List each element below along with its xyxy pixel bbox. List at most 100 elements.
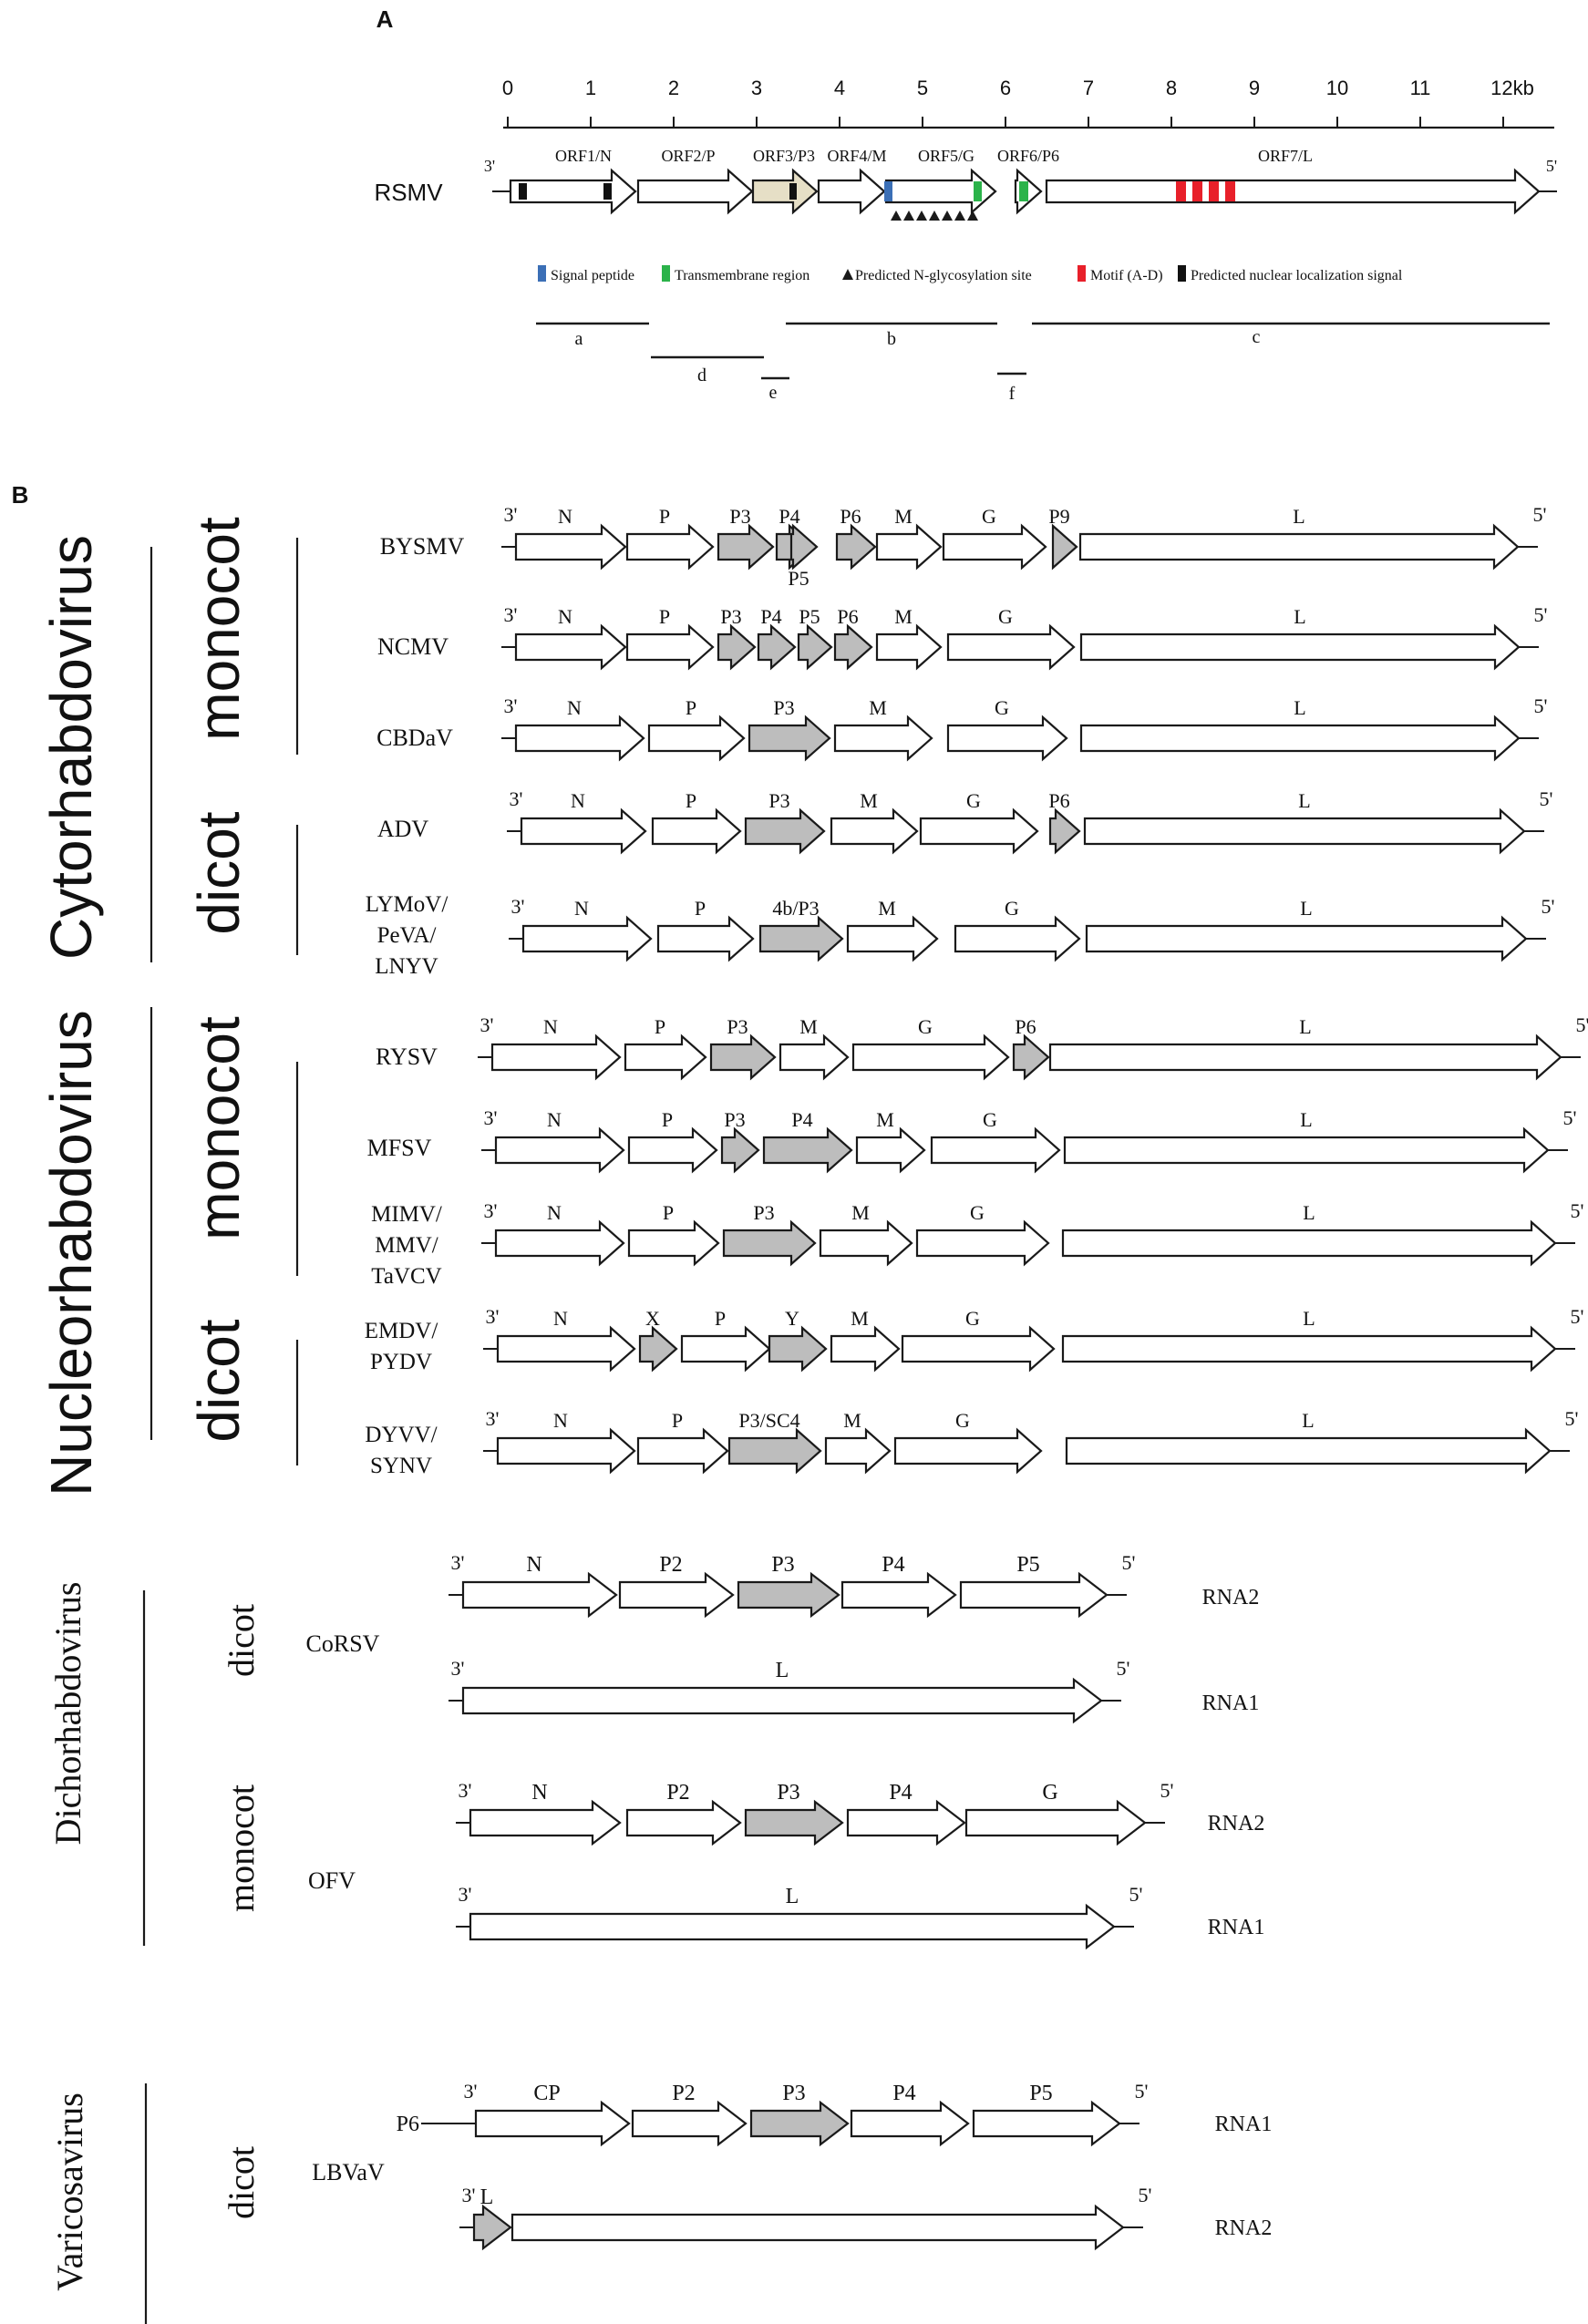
virus-label: DYVV/ [365,1423,437,1447]
gene-arrow [647,715,746,762]
end-3prime-label: 3' [459,1779,472,1802]
gene-arrow [833,715,933,762]
gene-label: G [1042,1781,1057,1805]
legend-text: Predicted N-glycosylation site [855,268,1032,283]
rna-label: RNA2 [1215,2216,1273,2240]
gene-label: M [869,696,887,719]
gene-arrow [1012,1033,1050,1081]
gene-arrow [901,1325,1056,1373]
gene-arrow [946,715,1068,762]
virus-label: PeVA/ [377,923,437,948]
gene-label: P [662,1108,673,1131]
orf-arrow [817,168,886,215]
gene-label: P [663,1201,674,1224]
end-5prime-label: 5' [1135,2080,1149,2103]
end-5prime-label: 5' [1565,1407,1579,1430]
gene-label: L [1293,505,1304,528]
gene-arrow [744,807,826,855]
gene-arrow [1051,523,1078,571]
gene-label: M [876,1108,894,1131]
virus-label: EMDV/ [365,1319,438,1343]
motif-mark [1192,181,1202,201]
gene-label: L [1300,1108,1312,1131]
glycosylation-triangle [967,211,978,221]
motif-mark [1176,181,1186,201]
orf-arrow [509,168,637,215]
glycosylation-triangle [916,211,927,221]
gene-label: G [965,1307,980,1330]
nls-mark [519,183,527,200]
end-3prime-label: 3' [451,1657,465,1680]
rna-label: RNA2 [1208,1812,1265,1836]
orf-label: ORF4/M [827,147,886,165]
gene-label: P4 [760,605,781,628]
gene-label: P6 [1015,1015,1036,1038]
scale-tick-label: 1 [585,77,596,99]
gene-label: P [655,1015,665,1038]
virus-label: LYMoV/ [366,892,449,917]
gene-arrow [972,2100,1121,2147]
gene-arrow [1048,807,1081,855]
gene-label: P4 [889,1781,912,1805]
end-5prime-label: 5' [1160,1779,1174,1802]
gene-label: P4 [882,1553,904,1577]
gene-arrow [762,1126,853,1174]
rna-label: RNA1 [1208,1916,1265,1939]
gene-arrow [496,1427,636,1475]
gene-label: P5 [799,605,820,628]
gene-arrow [954,915,1081,962]
gene-label: P3 [753,1201,774,1224]
end-5prime-label: 5' [1576,1013,1588,1036]
gene-arrow [627,1126,718,1174]
legend-text: Predicted nuclear localization signal [1191,268,1403,283]
gene-label: P5 [788,567,809,590]
virus-label: PYDV [370,1350,432,1374]
gene-label: N [571,789,585,812]
gene-label: N [553,1307,568,1330]
gene-label: P3 [768,789,789,812]
scale-tick-label: 12kb [1490,77,1534,99]
gene-arrow [875,623,943,671]
host-label: dicot [186,811,252,934]
gene-arrow [521,915,653,962]
rna-label: RNA1 [1215,2113,1273,2136]
motif-swatch [1078,265,1086,282]
end-3prime-label: 3' [459,1883,472,1906]
scale-tick-label: 7 [1083,77,1094,99]
glycosylation-triangle [903,211,914,221]
gene-arrow [461,1571,618,1619]
gene-arrow [627,1219,720,1267]
gene-label: P9 [1048,505,1069,528]
glycosylation-triangle [929,211,940,221]
gene-arrow [656,915,755,962]
rna-label: RNA1 [1202,1692,1260,1715]
gene-arrow [915,1219,1050,1267]
end-5prime-label: 5' [1571,1199,1584,1222]
gene-label: L [1303,1307,1315,1330]
virus-label: BYSMV [380,533,465,560]
gene-label: P [659,605,670,628]
gene-arrow [638,1325,678,1373]
gene-arrow [514,523,627,571]
gene-label: CP [533,2082,560,2105]
glycosylation-triangle [954,211,965,221]
gene-label: L [1298,789,1310,812]
gene-label: N [558,605,572,628]
end-3prime-label: 3' [486,1407,500,1430]
end-5prime-label: 5' [1542,895,1555,918]
gene-label: P2 [666,1781,689,1805]
end-3prime-label: 3' [504,503,518,526]
scale-tick-label: 5 [917,77,928,99]
gene-arrow [514,623,627,671]
gene-label: P6 [1048,789,1069,812]
gene-label: 4b/P3 [772,897,819,920]
host-label: dicot [186,1319,252,1442]
gene-arrow [651,807,742,855]
gene-arrow [893,1427,1043,1475]
gene-arrow [840,1571,957,1619]
segment-label: c [1253,327,1261,347]
end-5prime-label: 5' [1534,694,1548,717]
genus-label: Nucleorhabdovirus [38,1010,104,1496]
gene-arrow [625,523,715,571]
host-label: monocot [186,517,252,741]
